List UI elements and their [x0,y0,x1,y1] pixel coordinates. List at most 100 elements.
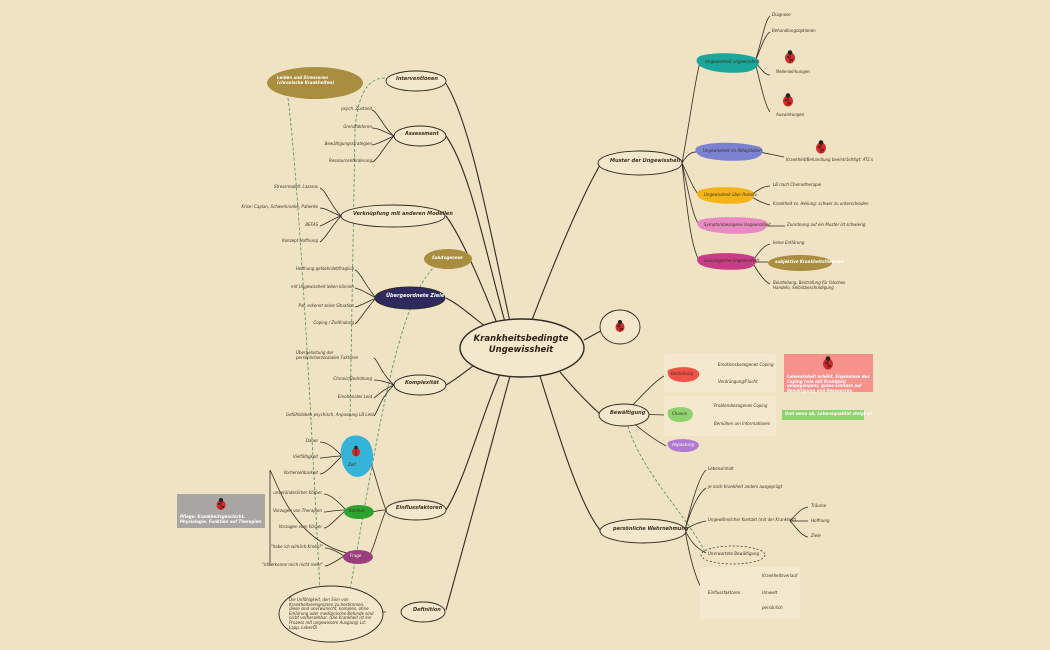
kontext-item: Vorzugen vom Körper [278,524,322,529]
verknuepfung-item: Krise: Caplan, Schwerkranke, Patiente [241,204,318,209]
ziele-item: Pat. erkennt seine Situation [298,303,354,308]
blob-yellow[interactable] [697,187,755,204]
contact-item: Ziele [811,533,821,538]
wahrnehmung-item: Ungewöhnlicher Kontakt (mit der Krankhei… [708,517,797,522]
zeit-item: Vorhersehbarkeit [283,470,318,475]
node-verknuepfung[interactable] [340,204,446,228]
node-komplexitaet[interactable] [393,374,447,396]
definition-bubble [278,585,384,643]
ziele-item: Hoffnung gefaehrdet/fraglich [295,266,354,271]
node-uebergeordnete-ziele[interactable] [374,286,446,310]
label-pink: Symptombezogene Ungewissheit [704,222,771,227]
wahrnehmung-item: Unerwartete Bewältigung [708,551,760,556]
green-note-box [782,410,864,420]
blob-frage[interactable] [343,550,373,564]
label-uebergeordnete-ziele[interactable]: Übergeordnete Ziele [386,293,445,299]
panel-bedrohung [664,354,776,392]
node-interventionen[interactable] [385,70,447,92]
node-muster[interactable] [597,150,683,176]
label-kontext: Kontext [349,508,365,513]
ziele-item: Coping / Zielfindung [313,320,354,325]
node-wahrnehmung[interactable] [599,518,687,544]
green-note-text: Und wenn ab, Lebensqualität steigt an [785,411,873,416]
label-chance: Chance [672,411,687,416]
node-salutogenese[interactable] [424,249,472,269]
center-title[interactable]: Krankheitsbedingte Ungewissheit [473,334,569,355]
factor-item: persönlich [762,605,783,610]
magenta-item: Beurteilung, Bestrafung für falsches Han… [773,280,846,290]
pink-note: Zuordnung auf ein Muster ist schwierig [787,222,866,227]
label-blue: Ungewissheit im Alltagsleben [703,148,762,153]
dashed-links [287,77,706,591]
panel-einflussfaktoren [700,567,800,619]
kontext-item: Vorzugen von Therapien [273,508,322,513]
ziele-item: mit Ungewissheit leben können [290,284,354,289]
komplex-item: Emotionales Leid [337,394,372,399]
bedrohung-item: Emotionsbezogenes Coping [718,362,774,367]
label-salutogenese[interactable]: Salutogenese [432,255,463,260]
definition-text: Die Unfähigkeit, den Sinn von Krankheits… [289,597,374,630]
verknuepfung-item: BEFAS [305,222,318,227]
teal-item: Behandlungsoptionen [772,28,816,33]
assessment-item: Grenzfaktoren [343,124,372,129]
factor-item: Umwelt [762,590,778,595]
contact-item: Hoffnung [811,518,830,523]
teal-item: Auswirkungen [776,112,805,117]
label-muster[interactable]: Muster der Ungewissheit [610,158,681,164]
label-verknuepfung[interactable]: Verknüpfung mit anderen Modellen [353,211,453,217]
blob-bedrohung[interactable] [667,367,700,382]
chance-item: Bemühen um Informationen [714,421,771,426]
wahrnehmung-item: Einflussfaktoren [708,590,741,595]
panel-chance [664,396,776,436]
factor-item: Krankheitsverlauf [762,573,798,578]
label-komplexitaet[interactable]: Komplexität [405,380,440,386]
node-chronische[interactable] [267,67,363,99]
red-note-text: Lebensinhalt erhöht, Ergebnisse des Copi… [787,374,870,393]
magenta-item: keine Erklärung [773,240,805,245]
center-node[interactable] [459,318,585,378]
komplex-item: Gefühlsleben psychisch, Anpassung LB Lei… [286,412,374,417]
label-yellow: Ungewissheit über Rezidiv [704,192,757,197]
ladybug-icons [216,50,833,510]
label-einflussfaktoren[interactable]: Einflussfaktoren [396,505,443,511]
label-bewaeltigung[interactable]: Bewältigung [610,410,646,416]
teal-item: Nebenwirkungen [776,69,810,74]
wahrnehmung-item: je nach Krankheit anders ausgeprägt [708,484,783,489]
label-wahrnehmung[interactable]: persönliche Wahrnehmung [613,526,689,532]
assessment-item: Ressourcenförderung [329,158,372,163]
label-assessment[interactable]: Assessment [405,131,439,137]
main-branches [444,81,604,611]
node-bewaeltigung[interactable] [598,403,650,427]
label-definition[interactable]: Definition [413,607,441,613]
contact-item: Träume [811,503,827,508]
node-assessment[interactable] [393,125,447,147]
assessment-item: Bewältigungsstrategien [324,141,372,146]
blob-pink[interactable] [697,217,768,234]
chance-item: Problembezogenes Coping [714,403,768,408]
label-frage: Frage [350,553,362,558]
komplex-item: Chronic/Bedrohung [333,376,372,381]
blob-teal[interactable] [696,53,759,73]
blue-note: Krankheit/Behandlung beeinträchtigt: ATL… [786,157,874,162]
blob-kontext[interactable] [344,505,374,519]
node-einflussfaktoren[interactable] [385,499,447,521]
dashed-unerwartete [700,545,766,565]
yellow-item: LB nach Chemotherapie [773,182,822,187]
frage-item: "ich erkenne mich nicht mehr" [261,562,323,567]
verknuepfung-item: Stressmodell: Lazarus [273,184,318,189]
verknuepfung-item: Konzept Hoffnung [282,238,318,243]
label-chronische[interactable]: Leiden und Stressoren (chronische Krankh… [277,75,335,85]
komplex-item: Überbelastung der persönlichen/sozialen … [296,350,359,360]
pill-subjektive[interactable] [768,255,832,271]
label-magenta: Soziologische Ungewissheit [704,258,760,263]
yellow-item: Krankheit vs. Heilung: schwer zu untersc… [773,201,869,206]
frage-item: "habe ich wirklich Krebs?" [270,544,323,549]
kontext-item: unveränderlicher Körper [273,490,322,495]
blob-magenta[interactable] [697,253,757,270]
node-definition[interactable] [400,601,446,623]
blob-anpassung[interactable] [667,439,699,452]
blob-blue[interactable] [695,142,763,161]
label-anpassung: Anpassung [672,442,695,447]
blob-chance[interactable] [667,407,693,422]
label-interventionen[interactable]: Interventionen [396,76,438,82]
